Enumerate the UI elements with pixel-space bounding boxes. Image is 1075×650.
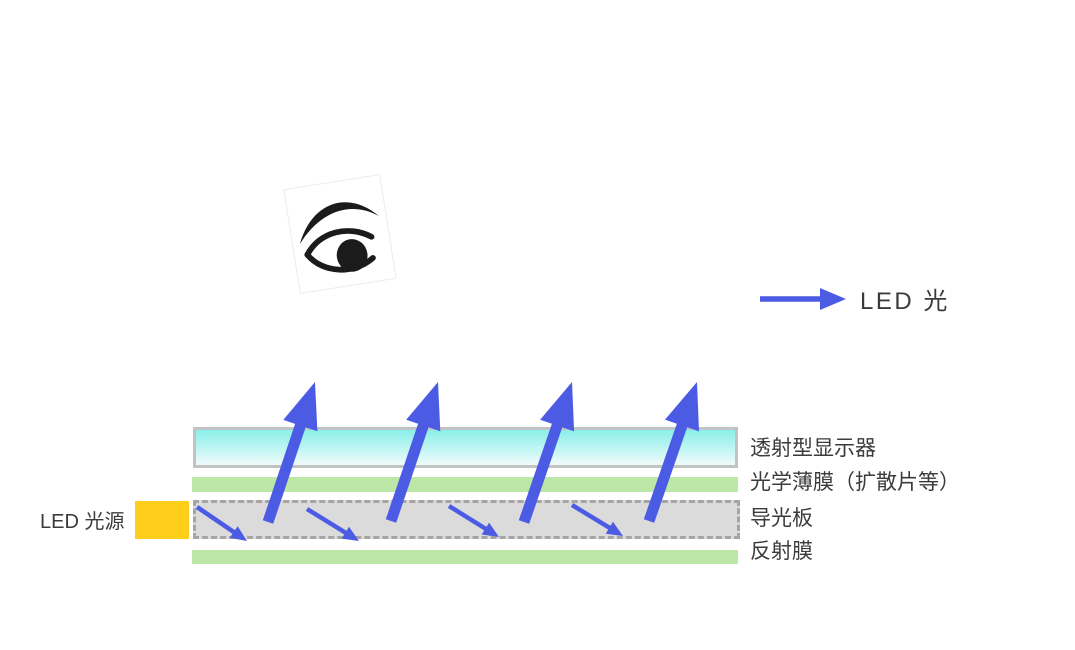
layer-transmissive-display — [193, 427, 738, 468]
label-transmissive-display: 透射型显示器 — [750, 437, 876, 460]
label-led-source: LED 光源 — [40, 511, 125, 533]
layer-reflective-film — [192, 550, 738, 564]
label-light-guide-plate: 导光板 — [750, 507, 813, 530]
label-reflective-film: 反射膜 — [750, 540, 813, 563]
layer-light-guide-plate — [193, 500, 740, 539]
arrow-right-icon — [760, 287, 846, 310]
arrow-right-icon-shape — [760, 287, 846, 310]
label-optical-film: 光学薄膜（扩散片等） — [750, 471, 960, 494]
eye-icon — [283, 173, 397, 295]
eye-icon-glyph — [299, 202, 379, 273]
legend-label: LED 光 — [860, 288, 950, 315]
layer-optical-film — [192, 477, 738, 492]
led-source-block — [135, 501, 189, 539]
legend-led-light: LED 光 — [758, 281, 950, 316]
